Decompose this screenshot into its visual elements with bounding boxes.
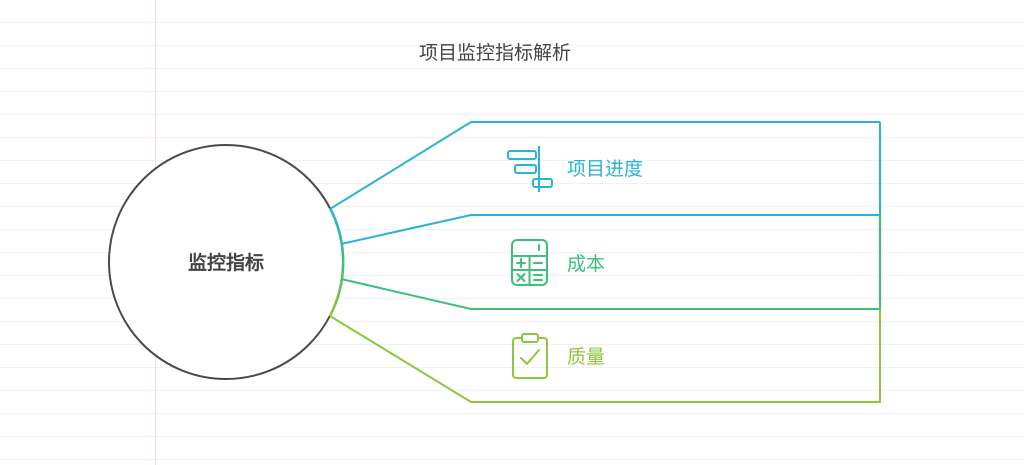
branch-cost: 成本 [340,215,881,310]
calculator-icon [511,239,548,286]
branch-label: 项目进度 [567,158,643,180]
diagram-title: 项目监控指标解析 [419,42,571,64]
branch-quality: 质量 [329,309,881,403]
clipboard-check-icon [512,333,548,379]
branch-connector [340,122,881,245]
branch-connector [329,121,880,210]
branch-project-progress: 项目进度 [329,121,881,245]
branch-connector [329,309,881,403]
branch-label: 质量 [567,346,605,368]
center-circle-arc [328,207,345,317]
branch-label: 成本 [567,253,605,275]
gantt-chart-icon [507,146,553,192]
center-label: 监控指标 [188,251,264,274]
branch-connector [340,215,881,310]
